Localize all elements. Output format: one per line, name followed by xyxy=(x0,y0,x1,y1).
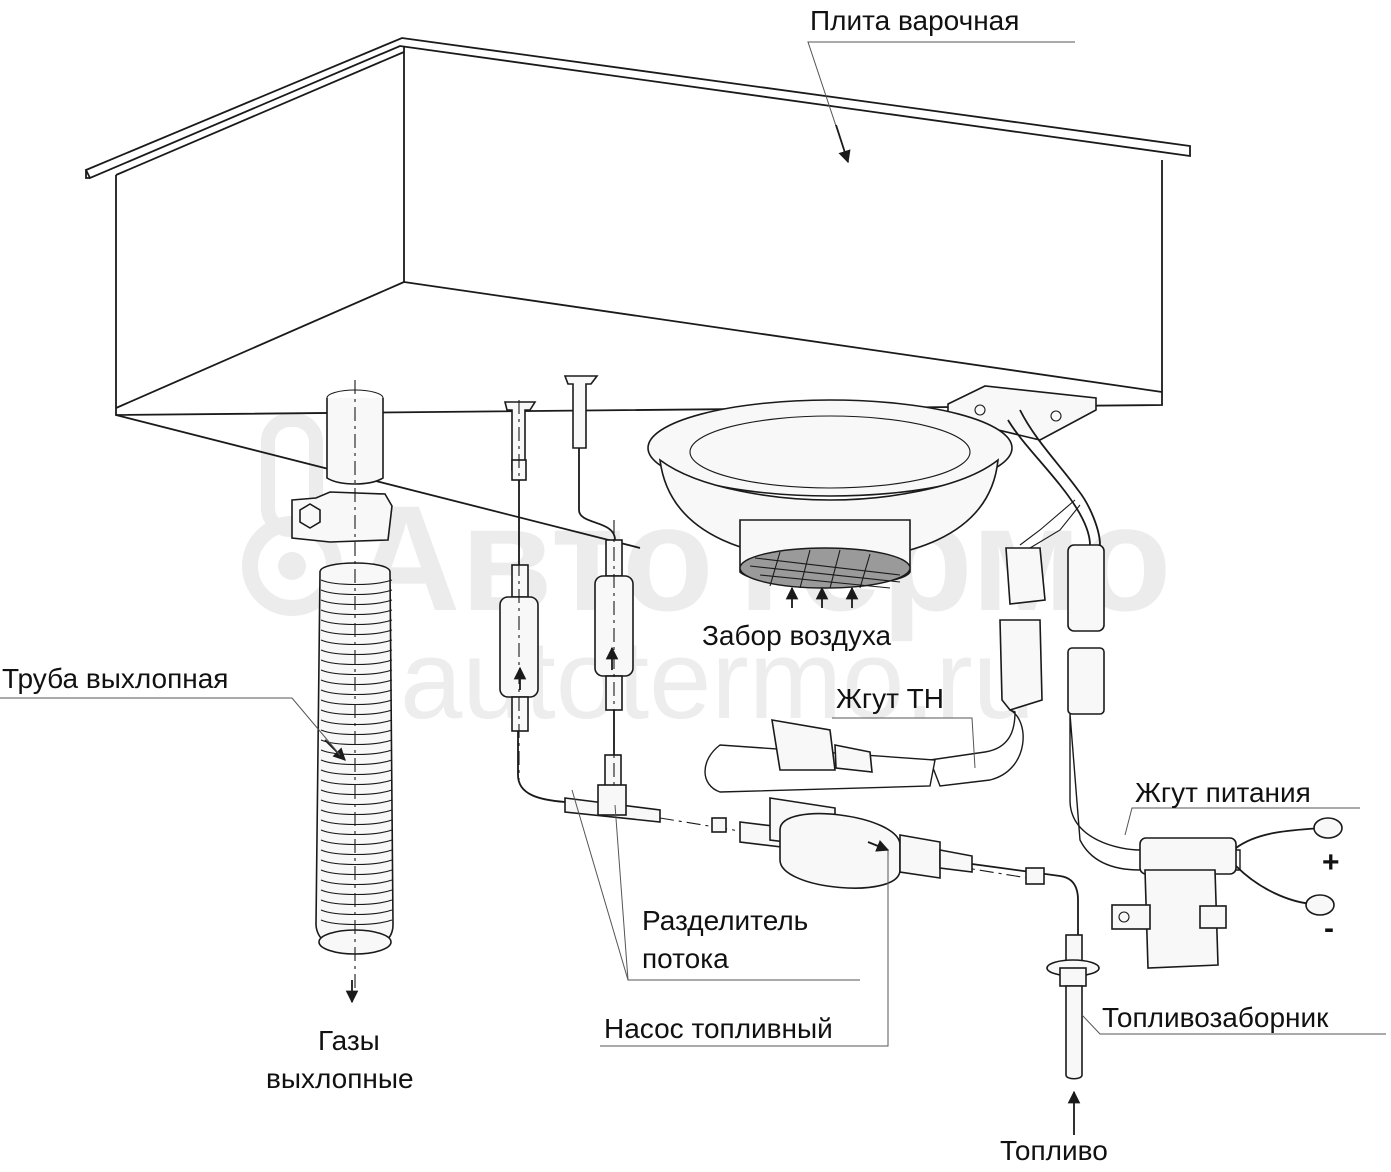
labels: Плита варочная Труба выхлопная Забор воз… xyxy=(2,5,1340,1166)
label-harness-th: Жгут ТН xyxy=(836,683,944,714)
label-fuel-intake: Топливозаборник xyxy=(1102,1002,1329,1033)
label-plus: + xyxy=(1322,846,1340,879)
hose-corrugation xyxy=(320,769,393,775)
label-minus: - xyxy=(1324,912,1334,945)
hose-corrugation xyxy=(320,749,393,755)
label-exhaust-gases-1: Газы xyxy=(318,1025,380,1056)
hose-corrugation xyxy=(320,829,393,835)
fuel-intake xyxy=(971,863,1100,1135)
fuel-lines xyxy=(499,375,1041,881)
hose-corrugation xyxy=(320,659,393,665)
label-fuel: Топливо xyxy=(1000,1135,1108,1166)
label-air-intake: Забор воздуха xyxy=(702,620,892,651)
hose-corrugation xyxy=(320,779,393,785)
exhaust-pipe xyxy=(291,380,394,1004)
label-exhaust-pipe: Труба выхлопная xyxy=(2,663,228,694)
label-stove: Плита варочная xyxy=(810,5,1019,36)
label-exhaust-gases-2: выхлопные xyxy=(266,1063,414,1094)
hose-corrugation xyxy=(320,879,393,885)
hose-corrugation xyxy=(320,579,393,585)
hose-corrugation xyxy=(320,849,393,855)
fuel-pump xyxy=(711,797,973,889)
label-fuel-pump: Насос топливный xyxy=(604,1013,833,1044)
hose-corrugation xyxy=(320,689,393,695)
label-flow-splitter-1: Разделитель xyxy=(642,905,808,936)
label-flow-splitter-2: потока xyxy=(642,943,729,974)
hose-corrugation xyxy=(320,609,393,615)
leader-lines xyxy=(0,41,1386,1047)
hose-corrugation xyxy=(320,669,393,675)
hose-corrugation xyxy=(320,859,393,865)
hose-corrugation xyxy=(320,589,393,595)
label-power-harness: Жгут питания xyxy=(1135,777,1311,808)
stove-body xyxy=(84,37,1191,549)
power-harness xyxy=(1111,817,1343,969)
harness-th xyxy=(704,409,1241,871)
air-intake-dome xyxy=(647,399,1013,608)
